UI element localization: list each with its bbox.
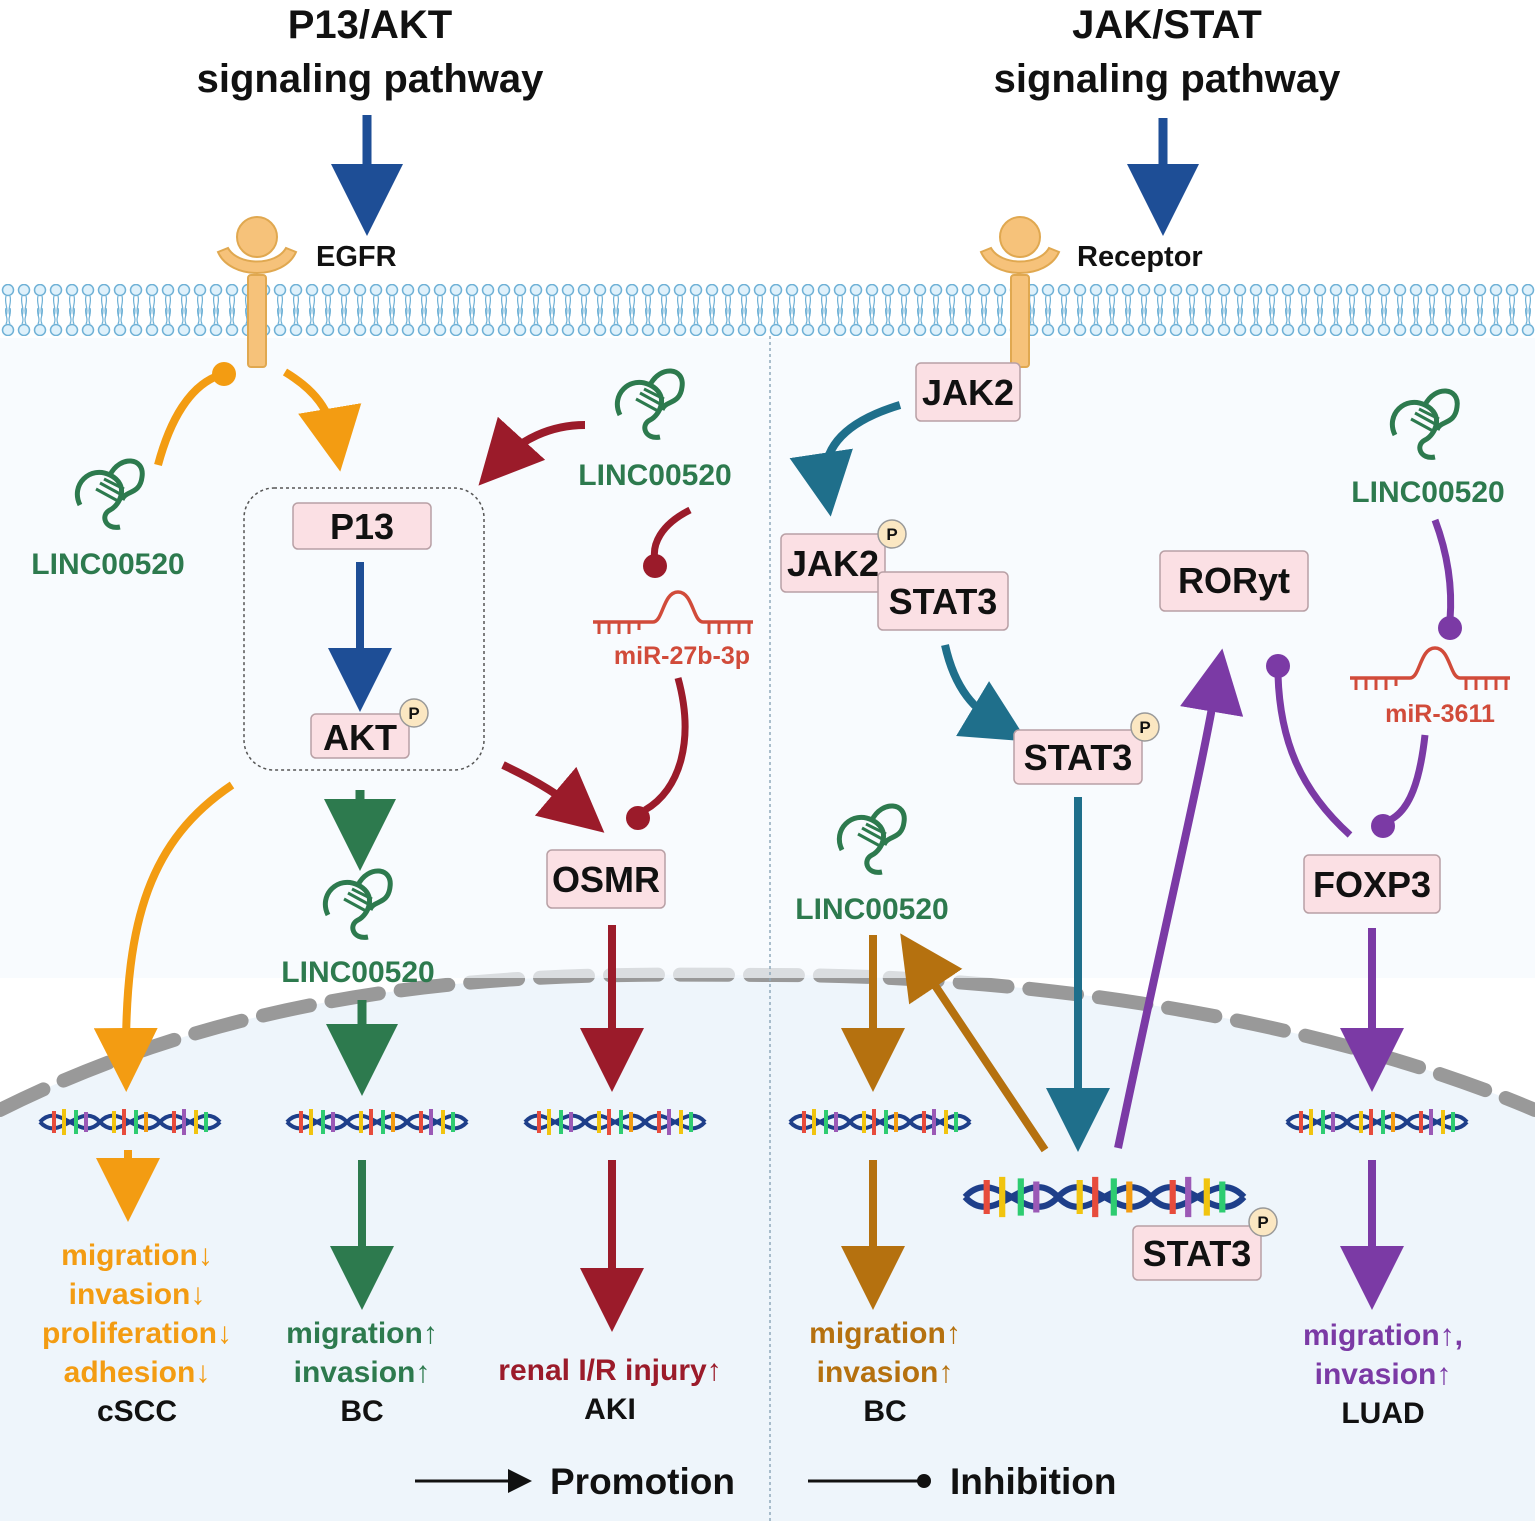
cscc-outcome-3: proliferation↓ xyxy=(42,1317,232,1350)
lncrna-upper-label: LINC00520 xyxy=(578,459,731,492)
jak2-box xyxy=(915,362,1021,422)
egfr-label: EGFR xyxy=(316,241,397,273)
mir3611-label: miR-3611 xyxy=(1385,700,1495,728)
jak2-to-complex-arrow xyxy=(789,401,902,517)
lncrna-far-right-label: LINC00520 xyxy=(1351,476,1504,509)
complex-to-osmr-arrow xyxy=(501,761,605,833)
cell-membrane xyxy=(0,284,1535,336)
lncrna-middle-label: LINC00520 xyxy=(281,956,434,989)
stat3p-box xyxy=(1013,729,1143,785)
complex-to-cscc-arrow xyxy=(93,781,235,1092)
luad-outcome-2: invasion↑ xyxy=(1315,1358,1452,1391)
luad-outcomes: migration↑, invasion↑ LUAD xyxy=(1303,1319,1463,1430)
egfr-receptor-icon xyxy=(216,216,298,368)
osmr-label: OSMR xyxy=(552,859,660,900)
right-title-line2: signaling pathway xyxy=(994,57,1341,101)
lncrna-promotes-p13-arrow xyxy=(478,416,586,486)
akt-box xyxy=(310,713,410,759)
osmr-box xyxy=(546,849,666,909)
mir27b-inhibits-osmr xyxy=(643,677,689,814)
left-title-line2: signaling pathway xyxy=(197,57,544,101)
aki-outcome-1: renal I/R injury↑ xyxy=(498,1354,721,1387)
roryt-box xyxy=(1159,550,1309,612)
akt-label: AKT xyxy=(323,717,397,758)
cscc-outcome-2: invasion↓ xyxy=(69,1278,206,1311)
stat3-dna-phospho-label: P xyxy=(1257,1213,1268,1232)
stat3-dna-box xyxy=(1132,1225,1262,1281)
legend-inhibition-label: Inhibition xyxy=(950,1461,1116,1502)
bc-left-outcomes: migration↑ invasion↑ BC xyxy=(286,1317,438,1428)
foxp3-inhibits-roryt xyxy=(1274,674,1353,838)
cscc-outcome-1: migration↓ xyxy=(61,1239,213,1272)
bc-left-disease: BC xyxy=(340,1395,383,1428)
stat3-dna-phospho-badge xyxy=(1248,1207,1278,1237)
bc-left-outcome-1: migration↑ xyxy=(286,1317,438,1350)
egfr-promotes-p13 xyxy=(282,368,362,472)
roryt-label: RORyt xyxy=(1178,560,1290,601)
p13-box xyxy=(292,502,432,550)
jak2-p-label: JAK2 xyxy=(787,543,879,584)
jak2-p-box xyxy=(780,533,886,593)
jak-receptor-icon xyxy=(979,216,1061,368)
jak2-phospho-badge xyxy=(877,519,907,549)
left-title-line1: P13/AKT xyxy=(288,3,453,47)
dna-to-roryt-arrow xyxy=(1114,648,1244,1149)
stat3-dna-label: STAT3 xyxy=(1143,1233,1252,1274)
nucleus-region xyxy=(0,974,1535,1521)
stat3p-phospho-label: P xyxy=(1139,718,1150,737)
stat3p-phospho-badge xyxy=(1130,712,1160,742)
jak2-label: JAK2 xyxy=(922,372,1014,413)
right-title-line1: JAK/STAT xyxy=(1072,3,1262,47)
lncrna-left-label: LINC00520 xyxy=(31,548,184,581)
foxp3-label: FOXP3 xyxy=(1313,864,1431,905)
mir27b-label: miR-27b-3p xyxy=(614,642,750,670)
receptor-label: Receptor xyxy=(1077,241,1203,273)
jak2-phospho-label: P xyxy=(886,525,897,544)
stat3p-label: STAT3 xyxy=(1024,737,1133,778)
p13-label: P13 xyxy=(330,506,394,547)
luad-disease: LUAD xyxy=(1341,1397,1424,1430)
aki-disease: AKI xyxy=(584,1393,636,1426)
cscc-disease: cSCC xyxy=(97,1395,177,1428)
lncrna-inhibits-mir3611 xyxy=(1431,518,1455,621)
foxp3-box xyxy=(1303,854,1441,914)
cscc-outcomes: migration↓ invasion↓ proliferation↓ adhe… xyxy=(42,1239,232,1428)
legend: Promotion Inhibition xyxy=(415,1461,1116,1502)
bc-right-outcomes: migration↑ invasion↑ BC xyxy=(809,1317,961,1428)
cscc-outcome-4: adhesion↓ xyxy=(64,1356,211,1389)
dna-to-lncrna-feedback-arrow xyxy=(900,933,1049,1153)
legend-promotion-label: Promotion xyxy=(550,1461,735,1502)
akt-phospho-badge xyxy=(399,698,429,728)
bc-right-outcome-2: invasion↑ xyxy=(817,1356,954,1389)
akt-phospho-label: P xyxy=(408,704,419,723)
complex-to-stat3p-arrow xyxy=(941,644,1028,742)
stat3-complex-label: STAT3 xyxy=(889,581,998,622)
mir3611-inhibits-foxp3 xyxy=(1388,734,1429,824)
luad-outcome-1: migration↑, xyxy=(1303,1319,1463,1352)
p13-akt-complex xyxy=(243,487,485,771)
lncrna-inhibits-egfr xyxy=(154,371,222,467)
lncrna-right-mid-label: LINC00520 xyxy=(795,893,948,926)
stat3-complex-box xyxy=(877,571,1009,631)
bc-left-outcome-2: invasion↑ xyxy=(294,1356,431,1389)
bc-right-disease: BC xyxy=(863,1395,906,1428)
aki-outcomes: renal I/R injury↑ AKI xyxy=(498,1354,721,1426)
bc-right-outcome-1: migration↑ xyxy=(809,1317,961,1350)
